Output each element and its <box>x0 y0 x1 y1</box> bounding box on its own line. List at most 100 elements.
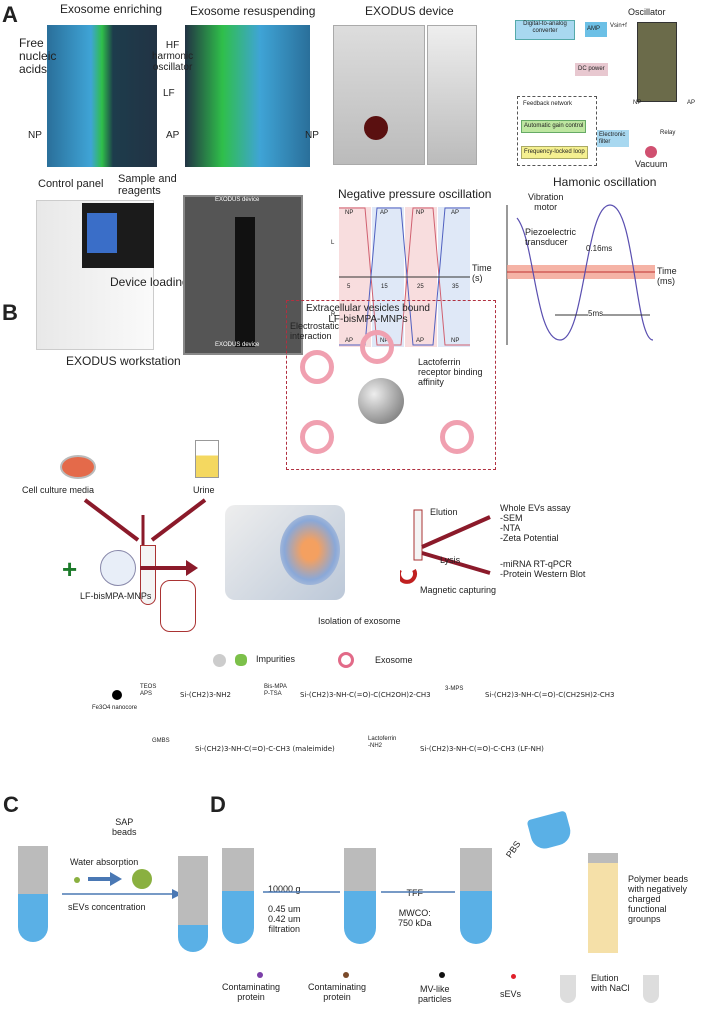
npo-tick: 15 <box>381 284 388 290</box>
np-right-label: NP <box>305 130 319 141</box>
reagent-gmbs: GMBS <box>152 738 170 744</box>
elution-tube-left <box>560 975 576 1003</box>
tube-initial <box>18 846 48 942</box>
vacuum-label: Vacuum <box>635 159 668 169</box>
impurity-green-icon <box>235 654 247 666</box>
ev-zoom-box <box>286 300 496 470</box>
device-loading-label: Device loading <box>110 275 189 289</box>
ho-diagram <box>506 204 655 345</box>
exosome-icon <box>300 420 334 454</box>
vibration-curve <box>516 204 654 341</box>
dc-power-box: DC power <box>575 63 608 76</box>
legend-dot-black <box>439 972 445 978</box>
npo-bottom-label: NP <box>451 338 460 344</box>
free-nucleic-acids-label: Free nucleic acids <box>19 36 57 77</box>
swelling-arrow <box>88 872 122 886</box>
piezo-label: Piezoelectric transducer <box>525 227 577 247</box>
oscillator-image <box>637 22 677 102</box>
npo-tick: 35 <box>452 284 459 290</box>
npo-top-label: NP <box>416 210 425 216</box>
amp-box: AMP <box>585 22 607 37</box>
panel-label-a: A <box>2 2 18 27</box>
tube-d1 <box>222 848 254 944</box>
oscillator-label: Oscillator <box>628 7 666 17</box>
vacuum-pump-icon <box>645 146 657 158</box>
workstation-label: EXODUS workstation <box>66 354 181 368</box>
exosome-legend-icon <box>338 652 354 668</box>
product-2: Si-(CH2)3-NH-C(=O)-C(CH2OH)2-CH3 <box>300 691 431 699</box>
exodus-device-photo-2 <box>427 25 477 165</box>
exosome-enriching-label: Exosome enriching <box>60 2 163 16</box>
agc-box: Automatic gain control <box>521 120 587 133</box>
polymer-beads-label: Polymer beads with negatively charged fu… <box>628 874 689 924</box>
legend-mv-like: MV-like particles <box>418 984 452 1004</box>
npo-title: Negative pressure oscillation <box>338 187 492 201</box>
mnp-core <box>358 378 404 424</box>
control-panel-label: Control panel <box>38 178 104 190</box>
elution-nacl-label: Elution with NaCl <box>591 973 630 993</box>
ap-circuit-label: AP <box>687 100 696 106</box>
mix-arrow <box>140 560 198 576</box>
isolation-label: Isolation of exosome <box>318 616 401 626</box>
resuspending-chamber-image <box>185 25 310 167</box>
exodus-device-top-label: EXODUS device <box>215 197 260 203</box>
core-label: Fe3O4 nanocore <box>92 705 138 711</box>
panel-label-c: C <box>3 792 19 817</box>
npo-l-label: L <box>331 240 335 246</box>
circuit-diagram: Digital-to-analog converter AMP Vsin+f O… <box>495 7 710 169</box>
sevs-concentration-label: sEVs concentration <box>68 902 146 912</box>
urine-cup-icon <box>195 440 219 478</box>
whole-ev-assay-label: Whole EVs assay -SEM -NTA -Zeta Potentia… <box>500 503 571 543</box>
enriching-chamber-image <box>47 25 157 167</box>
input-arrows <box>83 498 207 545</box>
device-loading-photo <box>183 195 303 355</box>
tube-concentrated <box>178 856 208 952</box>
tube-d2 <box>344 848 376 944</box>
legend-contaminating-protein-2: Contaminating protein <box>308 982 367 1002</box>
ho-title: Hamonic oscillation <box>553 175 657 189</box>
np-left-label: NP <box>28 130 42 141</box>
urine-label: Urine <box>193 485 215 495</box>
hf-oscillator-label: HF harmonic oscillator <box>152 40 194 73</box>
product-4: Si-(CH2)3-NH-C(=O)-C-CH3 (maleimide) <box>195 745 335 753</box>
exosome-resuspending-label: Exosome resuspending <box>190 4 316 18</box>
npo-top-label: AP <box>380 210 389 216</box>
elution-label: Elution <box>430 507 458 517</box>
petri-dish-icon <box>60 455 96 479</box>
tff-label: TFF MWCO: 750 kDa <box>398 888 432 928</box>
polymer-bead-column <box>588 853 618 953</box>
workstation-image <box>36 200 154 350</box>
tube-d3 <box>460 848 492 944</box>
centrifuge-filtration-label: 10000 g 0.45 um 0.42 um filtration <box>268 884 301 934</box>
plus-sign: + <box>62 554 78 584</box>
lactoferrin-label: Lactoferrin receptor binding affinity <box>418 357 483 387</box>
period-big-label: 5ms <box>588 309 604 319</box>
product-3: Si-(CH2)3-NH-C(=O)-C(CH2SH)2-CH3 <box>485 691 615 699</box>
feedback-label: Feedback network <box>523 101 573 107</box>
sap-beads-label: SAP beads <box>112 817 137 837</box>
small-bead-icon <box>74 877 80 883</box>
npo-diagram <box>339 207 470 347</box>
exodus-device-bottom-label: EXODUS device <box>215 342 260 348</box>
product-5: Si-(CH2)3-NH-C(=O)-C-CH3 (LF-NH) <box>420 745 544 753</box>
concentration-arrow <box>62 889 182 899</box>
npo-bottom-label: AP <box>416 338 425 344</box>
water-absorption-label: Water absorption <box>70 857 139 867</box>
electrostatic-label: Electrostatic interaction <box>290 321 340 341</box>
reagent-lactoferrin: Lactoferrin -NH2 <box>368 736 397 749</box>
feedback-box <box>517 96 597 166</box>
reagent-bismpa: Bis-MPA P-TSA <box>264 684 287 697</box>
npo-time-label: Time (s) <box>472 263 492 283</box>
impurities-label: Impurities <box>256 654 296 664</box>
legend-dot-brown <box>343 972 349 978</box>
fll-box: Frequency-locked loop <box>521 146 588 159</box>
pbs-label: PBS <box>503 839 523 860</box>
sample-reagents-label: Sample and reagents <box>118 173 177 198</box>
exodus-device-title: EXODUS device <box>365 4 454 18</box>
legend-dot-red <box>511 974 516 979</box>
ev-box-title: Extracellular vesicles bound LF-bisMPA-M… <box>306 303 430 325</box>
elution-tube-right <box>643 975 659 1003</box>
exosome-icon <box>440 420 474 454</box>
magnet-arrows <box>400 509 491 584</box>
mnp-particles-icon <box>100 550 136 586</box>
